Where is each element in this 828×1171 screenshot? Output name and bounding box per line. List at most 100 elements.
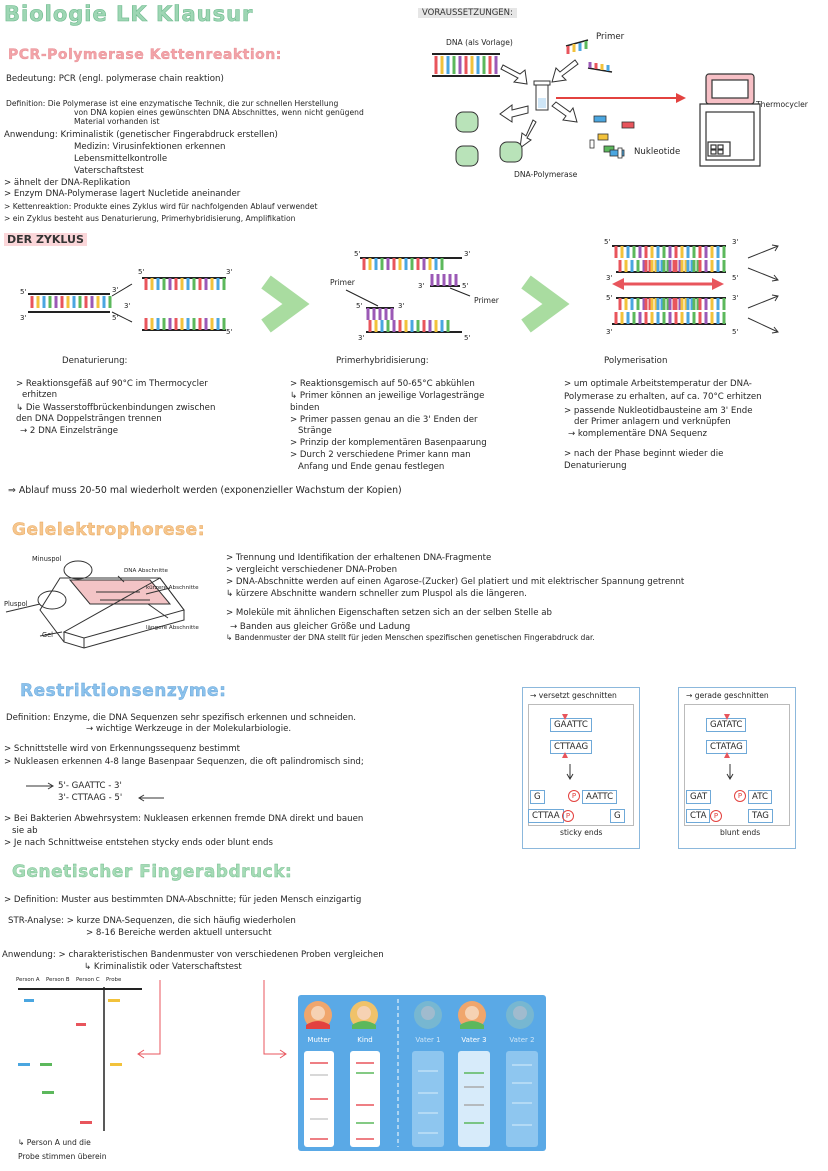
- polymerisation-text: der Primer anlagern und verknüpfen: [574, 417, 731, 427]
- dna-polymerisation-icon: [612, 244, 726, 326]
- finger-text: ↳ Kriminalistik oder Vaterschaftstest: [84, 962, 242, 972]
- pcr-line: > ein Zyklus besteht aus Denaturierung, …: [4, 214, 296, 223]
- svg-text:5': 5': [356, 302, 362, 310]
- pcr-line: > Enzym DNA-Polymerase lagert Nucletide …: [4, 189, 241, 199]
- arrows: [26, 782, 164, 802]
- reaction-tube-icon: [533, 80, 551, 111]
- gel-label: Gel: [42, 631, 53, 639]
- svg-text:3': 3': [606, 274, 612, 282]
- pcr-line: > Kettenreaktion: Produkte eines Zyklus …: [4, 202, 318, 211]
- avatar-mutter: [304, 1001, 332, 1029]
- primerhybridisierung-text: > Reaktionsgemisch auf 50-65°C abkühlen: [290, 379, 475, 389]
- kurze-abschnitte-label: kürzere Abschnitte: [146, 585, 199, 591]
- polymerisation-text: > passende Nukleotidbausteine am 3' Ende: [564, 406, 753, 416]
- nucleotide-icon: [589, 115, 635, 159]
- blunt-caption: blunt ends: [720, 828, 761, 837]
- restriktion-text: Definition: Enzyme, die DNA Sequenzen se…: [6, 713, 357, 723]
- gel-col-label: Person B: [46, 977, 70, 983]
- dna-single-strand-icon: [142, 316, 226, 332]
- page-title: Biologie LK Klausur: [4, 2, 254, 27]
- voraussetzungen-diagram: [432, 39, 761, 167]
- polymerisation-text: > um optimale Arbeitstemperatur der DNA-: [564, 379, 752, 389]
- zyklus-heading: DER ZYKLUS: [4, 233, 87, 246]
- blunt-seq: GATATC: [706, 718, 747, 733]
- zyklus-summary: ⇒ Ablauf muss 20-50 mal wiederholt werde…: [8, 485, 402, 496]
- svg-text:3': 3': [418, 282, 424, 290]
- primerhybridisierung-text: binden: [290, 403, 320, 413]
- svg-text:3': 3': [124, 302, 130, 310]
- sticky-seq: GAATTC: [550, 718, 592, 733]
- polymerisation-text: → komplementäre DNA Sequenz: [568, 429, 708, 439]
- denaturierung-text: den DNA Doppelsträngen trennen: [16, 414, 162, 424]
- dna-single-strand-icon: [366, 307, 462, 334]
- gel-text: → Banden aus gleicher Größe und Ladung: [230, 622, 411, 632]
- svg-text:5': 5': [462, 282, 468, 290]
- svg-text:5': 5': [732, 274, 738, 282]
- primerhybridisierung-text: > Primer passen genau an die 3' Enden de…: [290, 415, 478, 425]
- svg-text:5': 5': [604, 238, 610, 246]
- svg-text:3': 3': [732, 238, 738, 246]
- blunt-box-inner: [684, 704, 790, 826]
- gel-col-label: Person C: [76, 977, 100, 983]
- pcr-heading: PCR-Polymerase Kettenreaktion:: [8, 47, 282, 63]
- paternity-panel-graphic: [304, 999, 538, 1147]
- sticky-box-inner: [528, 704, 634, 826]
- dna-single-strand-icon: [142, 276, 226, 292]
- thermocycler-icon: [699, 73, 761, 167]
- avatar-kind: [350, 1001, 378, 1029]
- pluspol-label: Pluspol: [4, 600, 28, 608]
- svg-text:5': 5': [226, 328, 232, 336]
- gel-text: ↳ Bandenmuster der DNA stellt für jeden …: [226, 633, 595, 642]
- person-label: Vater 1: [415, 1036, 441, 1044]
- primerhybridisierung-text: > Prinzip der komplementären Basenpaarun…: [290, 438, 487, 448]
- gel-text: ↳ kürzere Abschnitte wandern schneller z…: [226, 589, 527, 599]
- voraussetzungen-heading: VORAUSSETZUNGEN:: [418, 8, 517, 18]
- sticky-ends-box: [522, 687, 640, 849]
- finger-text: STR-Analyse: > kurze DNA-Sequenzen, die …: [8, 916, 296, 926]
- blunt-fragment: ATC: [748, 790, 772, 805]
- finger-note: Probe stimmen überein: [18, 1152, 107, 1161]
- gel-text: > Moleküle mit ähnlichen Eigenschaften s…: [226, 608, 552, 618]
- phosphate-icon: P: [710, 810, 722, 822]
- gel-diagram: [5, 560, 185, 649]
- restriktion-sequence: 5'- GAATTC - 3': [58, 781, 122, 791]
- sticky-caption: sticky ends: [560, 828, 603, 837]
- primer-label: Primer: [596, 32, 625, 42]
- restriktion-text: → wichtige Werkzeuge in der Molekularbio…: [86, 724, 292, 734]
- primerhybridisierung-text: Anfang und Ende genau festlegen: [298, 462, 445, 472]
- svg-text:3': 3': [112, 286, 118, 294]
- pcr-line: Anwendung: Kriminalistik (genetischer Fi…: [4, 130, 278, 140]
- svg-text:3': 3': [398, 302, 404, 310]
- gel-heading: Gelelektrophorese:: [12, 520, 206, 540]
- blunt-fragment: GAT: [686, 790, 712, 805]
- finger-text: > Definition: Muster aus bestimmten DNA-…: [4, 895, 362, 905]
- pcr-line: Material vorhanden ist: [74, 117, 160, 126]
- svg-text:5': 5': [464, 334, 470, 342]
- chevron-right-icon: [261, 275, 310, 333]
- restriktion-text: > Schnittstelle wird von Erkennungsseque…: [4, 744, 240, 754]
- nukleotide-label: Nukleotide: [634, 147, 681, 157]
- finger-text: > 8-16 Bereiche werden aktuell untersuch…: [86, 928, 272, 938]
- denaturierung-text: erhitzen: [22, 390, 58, 400]
- gel-text: > vergleicht verschiedener DNA-Proben: [226, 565, 398, 575]
- person-label: Mutter: [307, 1036, 331, 1044]
- denaturierung-text: > Reaktionsgefäß auf 90°C im Thermocycle…: [16, 379, 208, 389]
- svg-text:5': 5': [20, 288, 26, 296]
- polymerase-icon: [455, 111, 523, 167]
- avatar-vater3: [458, 1001, 486, 1029]
- gel-text: > Trennung und Identifikation der erhalt…: [226, 553, 492, 563]
- avatar-vater1: [414, 1001, 442, 1029]
- restriktion-sequence: 3'- CTTAAG - 5': [58, 793, 123, 803]
- svg-text:3': 3': [358, 334, 364, 342]
- minuspol-label: Minuspol: [32, 555, 62, 563]
- gel-col-label: Person A: [16, 977, 40, 983]
- pcr-line: > ähnelt der DNA-Replikation: [4, 178, 131, 188]
- primerhybridisierung-title: Primerhybridisierung:: [336, 356, 429, 366]
- phosphate-icon: P: [568, 790, 580, 802]
- svg-text:3': 3': [606, 328, 612, 336]
- dna-double-strand-icon: [28, 293, 112, 313]
- pcr-line: Vaterschaftstest: [74, 166, 144, 176]
- svg-text:3': 3': [226, 268, 232, 276]
- primer-label: Primer: [330, 278, 355, 287]
- sticky-fragment: G: [610, 809, 625, 824]
